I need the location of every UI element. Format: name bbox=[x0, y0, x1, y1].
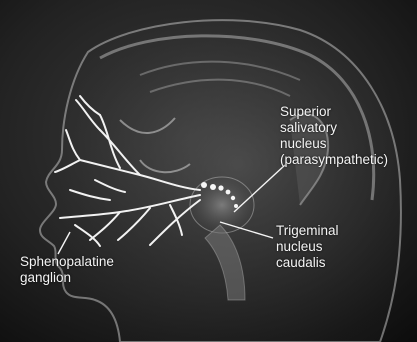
label-superior-salivatory-nucleus: Superior salivatory nucleus (parasympath… bbox=[280, 104, 388, 168]
label-trigeminal-nucleus-caudalis: Trigeminal nucleus caudalis bbox=[276, 223, 339, 271]
label-line: Trigeminal bbox=[276, 223, 339, 239]
label-sphenopalatine-ganglion: Sphenopalatine ganglion bbox=[20, 254, 114, 286]
label-line: salivatory bbox=[280, 120, 388, 136]
label-line: (parasympathetic) bbox=[280, 152, 388, 168]
label-line: Sphenopalatine bbox=[20, 254, 114, 270]
label-line: Superior bbox=[280, 104, 388, 120]
label-line: nucleus bbox=[280, 136, 388, 152]
label-line: caudalis bbox=[276, 255, 339, 271]
label-line: nucleus bbox=[276, 239, 339, 255]
brainstem bbox=[190, 177, 254, 233]
label-line: ganglion bbox=[20, 270, 114, 286]
